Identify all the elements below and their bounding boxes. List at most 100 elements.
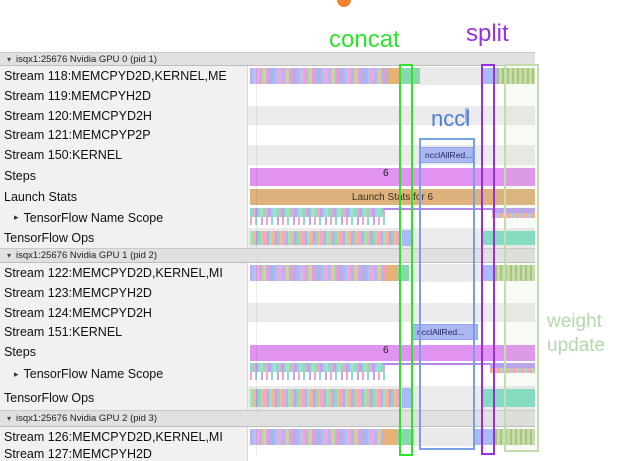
row-label-text: Stream 119:MEMCPYH2D <box>4 89 152 103</box>
trace-event-label: 6 <box>383 345 389 356</box>
row-label-text: Stream 121:MEMCPYP2P <box>4 128 151 142</box>
trace-event-teal-wide[interactable] <box>481 231 535 245</box>
trace-event-peri[interactable] <box>481 265 495 281</box>
track-row <box>0 427 622 447</box>
row-label-text: Stream 124:MEMCPYD2H <box>4 305 152 320</box>
row-label[interactable]: ▸ TensorFlow Name Scope <box>0 362 247 386</box>
trace-event-label: ncclAllRed... <box>425 150 473 160</box>
group-header-label: isqx1:25676 Nvidia GPU 2 (pid 3) <box>16 413 158 424</box>
track-row: ncclAllRed... <box>0 322 622 342</box>
row-label[interactable]: Stream 118:MEMCPYD2D,KERNEL,ME <box>0 66 247 86</box>
row-background <box>248 303 535 322</box>
trace-event-dense-a[interactable] <box>250 265 385 281</box>
row-label[interactable]: Stream 123:MEMCPYH2D <box>0 283 247 303</box>
row-label-text: Stream 151:KERNEL <box>4 325 123 339</box>
trace-event-ns-line[interactable] <box>383 363 497 365</box>
row-label[interactable]: Stream 150:KERNEL <box>0 145 247 165</box>
trace-event-dense-b[interactable] <box>250 231 400 245</box>
trace-event-stripes[interactable] <box>495 429 535 445</box>
row-label-text: TensorFlow Name Scope <box>23 210 164 225</box>
trace-event-gap[interactable] <box>420 67 481 85</box>
trace-event-tick[interactable] <box>465 108 469 123</box>
trace-event-label: 6 <box>383 168 389 179</box>
row-label[interactable]: Steps <box>0 342 247 362</box>
row-label-text: Stream 122:MEMCPYD2D,KERNEL,MI <box>4 266 223 280</box>
row-label-text: Stream 118:MEMCPYD2D,KERNEL,ME <box>4 69 227 83</box>
group-header[interactable]: ▾isqx1:25676 Nvidia GPU 1 (pid 2) <box>0 248 535 263</box>
row-label[interactable]: Stream 151:KERNEL <box>0 322 247 342</box>
group-header[interactable]: ▾ isqx1:25676 Nvidia GPU 0 (pid 1) <box>0 52 535 66</box>
row-background <box>248 106 535 125</box>
collapse-arrow-icon[interactable]: ▾ <box>7 54 12 64</box>
track-row <box>0 263 622 283</box>
row-label[interactable]: Stream 126:MEMCPYD2D,KERNEL,MI <box>0 427 247 447</box>
row-label-text: TensorFlow Ops <box>4 391 95 405</box>
row-label-text: TensorFlow Name Scope <box>23 367 164 381</box>
trace-event-peri[interactable] <box>402 230 412 246</box>
row-label[interactable]: ▸ TensorFlow Name Scope <box>0 207 247 228</box>
trace-event-dense-b[interactable] <box>250 389 400 407</box>
row-label-text: Launch Stats <box>4 190 77 204</box>
trace-event-gap[interactable] <box>414 428 475 446</box>
trace-event-dense-a[interactable] <box>250 68 388 84</box>
trace-event-teal[interactable] <box>400 68 420 84</box>
trace-event-flame[interactable] <box>250 363 385 380</box>
row-label-text: Stream 120:MEMCPYD2H <box>4 108 152 123</box>
track-row: 6 <box>0 342 622 362</box>
track-row <box>0 106 622 125</box>
trace-event-teal-wide[interactable] <box>481 389 535 407</box>
row-label[interactable]: Steps <box>0 165 247 187</box>
row-label-text: Steps <box>4 345 36 359</box>
group-header-label: isqx1:25676 Nvidia GPU 0 (pid 1) <box>16 53 158 65</box>
expand-arrow-icon[interactable]: ▸ <box>14 212 19 222</box>
trace-event-stripes[interactable] <box>495 265 535 281</box>
trace-event-orange[interactable] <box>388 68 400 84</box>
trace-event-label: Launch Stats for 6 <box>351 191 434 203</box>
track-row: 6 <box>0 165 622 187</box>
row-label[interactable]: Stream 119:MEMCPYH2D <box>0 86 247 106</box>
trace-event-launch-bar[interactable]: Launch Stats for 6 <box>250 189 535 205</box>
trace-event-nccl-bar[interactable]: ncclAllRed... <box>420 147 473 163</box>
row-label[interactable]: Stream 122:MEMCPYD2D,KERNEL,MI <box>0 263 247 283</box>
trace-event-ns-line[interactable] <box>383 208 497 210</box>
row-label[interactable]: Launch Stats <box>0 187 247 207</box>
row-label-text: Steps <box>4 169 36 183</box>
row-label[interactable]: Stream 127:MEMCPYH2D <box>0 447 247 461</box>
row-label[interactable]: Stream 124:MEMCPYD2H <box>0 303 247 322</box>
expand-arrow-icon[interactable]: ▸ <box>14 368 19 379</box>
trace-event-peri[interactable] <box>475 429 495 445</box>
trace-event-stripes[interactable] <box>497 68 535 84</box>
trace-event-label: ncclAllRed... <box>417 327 465 337</box>
trace-event-teal[interactable] <box>397 429 414 445</box>
trace-event-nccl-bar[interactable]: ncclAllRed... <box>412 324 478 340</box>
trace-event-ns-block[interactable] <box>490 363 535 373</box>
collapse-arrow-icon[interactable]: ▾ <box>7 414 12 423</box>
track-row: Launch Stats for 6 <box>0 187 622 207</box>
trace-event-dense-a[interactable] <box>250 429 383 445</box>
group-header[interactable]: ▾ isqx1:25676 Nvidia GPU 2 (pid 3) <box>0 410 535 427</box>
row-label-text: Stream 150:KERNEL <box>4 148 123 162</box>
row-label-text: Stream 123:MEMCPYH2D <box>4 286 152 300</box>
trace-event-orange[interactable] <box>383 429 397 445</box>
row-label-text: Stream 127:MEMCPYH2D <box>4 447 152 461</box>
trace-event-flame[interactable] <box>250 208 385 225</box>
track-row <box>0 207 622 228</box>
row-label[interactable]: Stream 120:MEMCPYD2H <box>0 106 247 125</box>
trace-event-gap[interactable] <box>409 264 481 282</box>
trace-event-steps-bar[interactable]: 6 <box>250 345 535 361</box>
row-label-text: Stream 126:MEMCPYD2D,KERNEL,MI <box>4 430 223 444</box>
row-label[interactable]: TensorFlow Ops <box>0 386 247 410</box>
collapse-arrow-icon[interactable]: ▾ <box>7 251 12 260</box>
trace-event-ns-block[interactable] <box>492 208 535 218</box>
trace-event-teal[interactable] <box>398 265 409 281</box>
row-label[interactable]: Stream 121:MEMCPYP2P <box>0 125 247 145</box>
row-label[interactable]: TensorFlow Ops <box>0 228 247 248</box>
trace-event-orange[interactable] <box>385 265 398 281</box>
trace-event-peri[interactable] <box>402 388 412 408</box>
trace-event-peri[interactable] <box>481 68 497 84</box>
trace-event-steps-bar[interactable]: 6 <box>250 168 535 186</box>
track-row <box>0 362 622 386</box>
clipped-orange-text-fragment <box>337 0 351 7</box>
